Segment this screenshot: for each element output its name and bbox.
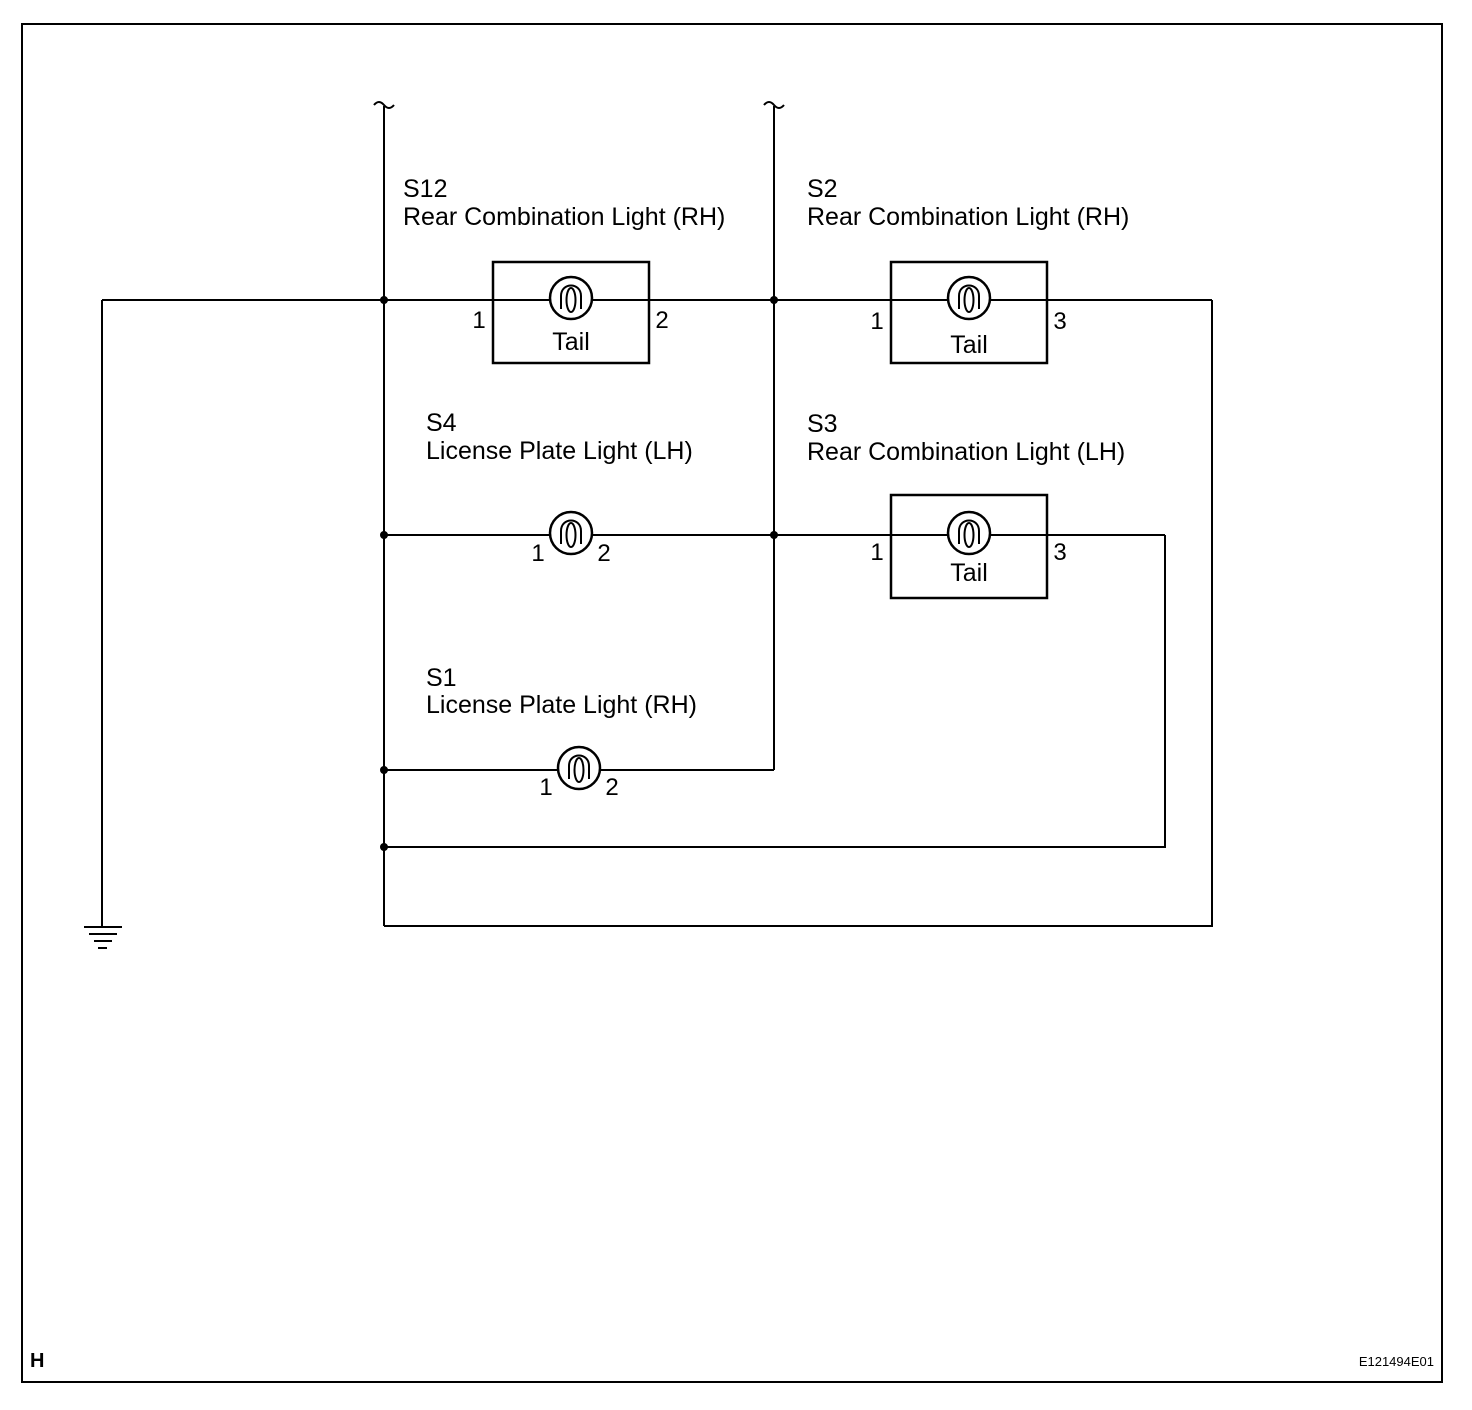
s1-pin-right: 2 [605,774,618,801]
s12-pin-right: 2 [655,307,668,334]
s1-code: S1 [426,664,457,692]
bulb-icon [548,510,594,556]
s12-name: Rear Combination Light (RH) [403,203,725,231]
s2-box [889,260,1049,365]
s3-box [889,493,1049,600]
bulb-icon [548,275,594,321]
s2-return-wire [384,300,1213,927]
s1-name: License Plate Light (RH) [426,691,697,719]
s3-code: S3 [807,410,838,438]
component-s3: S3 Rear Combination Light (LH) Tail 1 3 [807,410,1125,600]
s3-pin-left: 1 [870,539,883,566]
s12-box [491,260,651,365]
s2-code: S2 [807,175,838,203]
bulb-icon [946,275,992,321]
s3-bulb-label: Tail [950,559,988,587]
bulb-icon [946,510,992,556]
bulb-icon [556,745,602,791]
s1-pin-left: 1 [539,774,552,801]
s12-bulb-label: Tail [552,328,590,356]
s2-bulb-label: Tail [950,331,988,359]
component-s4: S4 License Plate Light (LH) 1 2 [426,409,693,567]
s4-pin-left: 1 [531,540,544,567]
junction-dots [380,296,778,851]
figure-code: E121494E01 [1359,1354,1434,1369]
corner-label: H [30,1350,44,1372]
ground-icon [84,926,122,949]
s4-code: S4 [426,409,457,437]
wire-break-mark-right [763,101,785,109]
s12-code: S12 [403,175,447,203]
s4-pin-right: 2 [597,540,610,567]
component-s2: S2 Rear Combination Light (RH) Tail 1 3 [807,175,1129,365]
s2-pin-left: 1 [870,308,883,335]
component-s12: S12 Rear Combination Light (RH) Tail 1 2 [403,175,725,365]
component-s1: S1 License Plate Light (RH) 1 2 [426,664,697,801]
s4-name: License Plate Light (LH) [426,437,693,465]
s3-pin-right: 3 [1053,539,1066,566]
s12-pin-left: 1 [472,307,485,334]
s2-name: Rear Combination Light (RH) [807,203,1129,231]
s3-return-wire [384,535,1166,848]
wire-break-mark-left [373,101,395,109]
s2-pin-right: 3 [1053,308,1066,335]
s3-name: Rear Combination Light (LH) [807,438,1125,466]
page-frame [21,23,1443,1383]
